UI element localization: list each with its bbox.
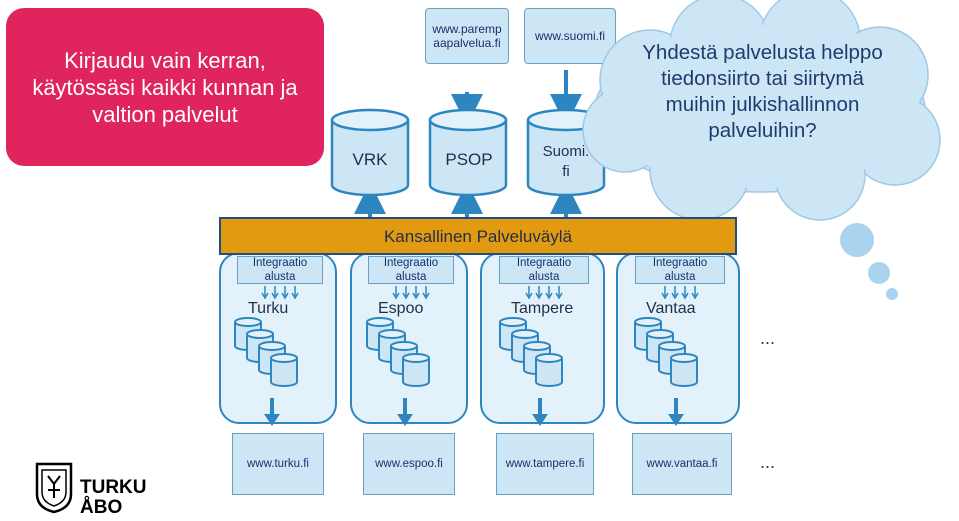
url-box-espoo: www.espoo.fi bbox=[363, 433, 455, 495]
logo-text-turku: TURKU bbox=[80, 477, 147, 498]
thought-bubble-small bbox=[886, 288, 898, 300]
url-box-suomifi: www.suomi.fi bbox=[524, 8, 616, 64]
url-turku: www.turku.fi bbox=[247, 458, 309, 470]
url-espoo: www.espoo.fi bbox=[375, 458, 443, 470]
integration-platform-vantaa: Integraatio alusta bbox=[635, 256, 725, 284]
integration-label: Integraatio alusta bbox=[652, 257, 708, 283]
psop-database-icon bbox=[428, 108, 508, 197]
url-box-vantaa: www.vantaa.fi bbox=[632, 433, 732, 495]
vrk-database-icon bbox=[330, 108, 410, 197]
city-database-icon-tampere bbox=[535, 353, 563, 387]
url-box-turku: www.turku.fi bbox=[232, 433, 324, 495]
city-database-icon-turku bbox=[270, 353, 298, 387]
integration-label: Integraatio alusta bbox=[252, 257, 308, 283]
turku-crest-icon bbox=[35, 462, 73, 514]
city-database-icon-espoo bbox=[402, 353, 430, 387]
cloud-text: Yhdestä palvelusta helppo tiedonsiirto t… bbox=[642, 41, 883, 142]
psop-label: PSOP bbox=[445, 150, 493, 169]
city-name-turku: Turku bbox=[248, 300, 289, 317]
service-bus bbox=[219, 217, 737, 255]
thought-bubble-large bbox=[840, 223, 874, 257]
integration-platform-turku: Integraatio alusta bbox=[237, 256, 323, 284]
url-box-tampere: www.tampere.fi bbox=[496, 433, 594, 495]
url-suomifi: www.suomi.fi bbox=[534, 29, 605, 43]
url-vantaa: www.vantaa.fi bbox=[646, 458, 718, 470]
vrk-label: VRK bbox=[352, 150, 388, 169]
integration-label: Integraatio alusta bbox=[383, 257, 439, 283]
login-callout-text: Kirjaudu vain kerran, käytössäsi kaikki … bbox=[32, 47, 298, 127]
url-box-parempaapalvelua: www.paremp aapalvelua.fi bbox=[425, 8, 509, 64]
suomifi-label: Suomi. fi bbox=[542, 143, 590, 180]
city-database-icon-vantaa bbox=[670, 353, 698, 387]
service-bus-label: Kansallinen Palveluväylä bbox=[383, 227, 573, 246]
city-name-tampere: Tampere bbox=[511, 300, 574, 317]
login-callout: Kirjaudu vain kerran, käytössäsi kaikki … bbox=[6, 8, 324, 166]
url-parempaapalvelua: www.paremp aapalvelua.fi bbox=[432, 22, 502, 50]
logo-text-abo: ÅBO bbox=[80, 497, 123, 518]
integration-platform-tampere: Integraatio alusta bbox=[499, 256, 589, 284]
more-cities-ellipsis: ... bbox=[760, 328, 776, 348]
city-name-espoo: Espoo bbox=[378, 300, 424, 317]
integration-label: Integraatio alusta bbox=[516, 257, 572, 283]
thought-bubble-medium bbox=[868, 262, 890, 284]
city-name-vantaa: Vantaa bbox=[646, 300, 696, 317]
url-tampere: www.tampere.fi bbox=[505, 458, 585, 470]
integration-platform-espoo: Integraatio alusta bbox=[368, 256, 454, 284]
more-urls-ellipsis: ... bbox=[760, 452, 776, 472]
